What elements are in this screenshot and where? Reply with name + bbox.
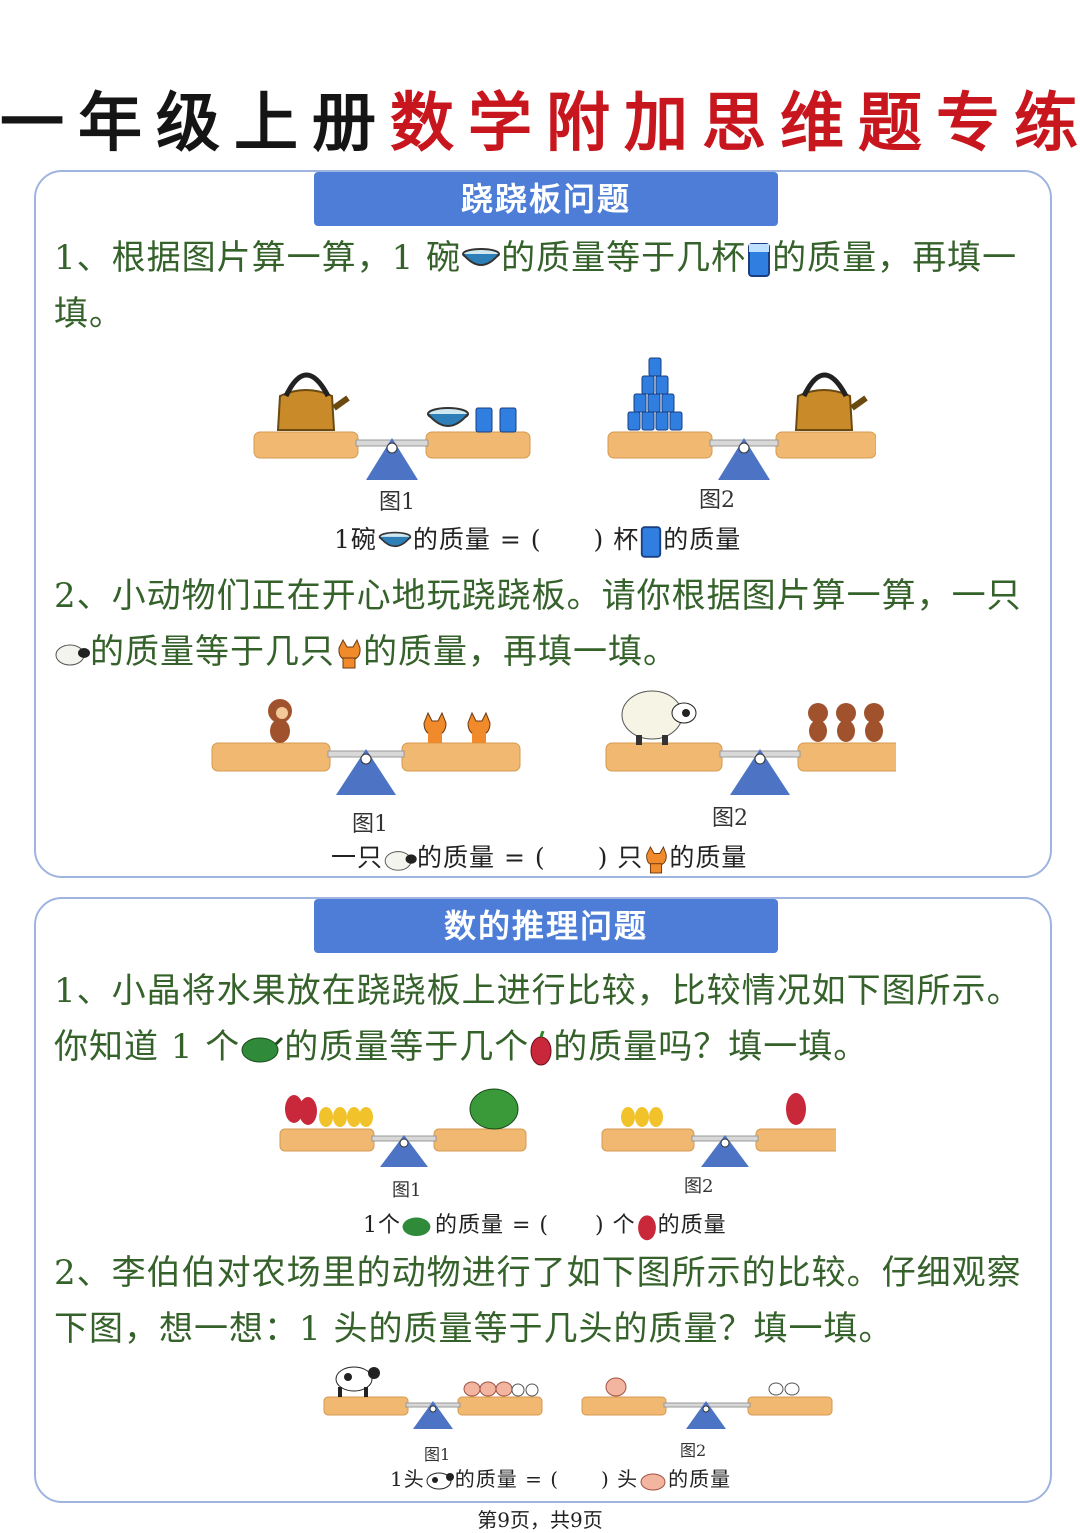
watermelon-icon xyxy=(402,1217,431,1237)
pig-icon xyxy=(463,1381,513,1397)
fig1-seesaw xyxy=(279,1088,527,1167)
dragonfruit-icon xyxy=(530,1031,552,1066)
fig2-seesaw xyxy=(601,1093,836,1167)
fig2-label: 图2 xyxy=(712,806,748,831)
dragonfruit-icon xyxy=(285,1095,303,1123)
section-banner: 数的推理问题 xyxy=(314,899,778,953)
pear-icon xyxy=(319,1107,373,1127)
sheep-icon xyxy=(768,1382,800,1396)
bowl-icon xyxy=(462,248,501,266)
cat-icon xyxy=(646,845,668,873)
section-banner: 跷跷板问题 xyxy=(314,172,778,226)
cat-icon xyxy=(423,711,447,743)
answer-line-4: 1头的质量 = ( ) 头的质量 xyxy=(390,1467,732,1491)
cup-icon xyxy=(641,525,662,558)
cup-icon xyxy=(475,407,493,433)
cat-icon xyxy=(467,711,491,743)
sheep-icon xyxy=(384,850,417,871)
bowl-icon xyxy=(378,531,412,547)
pig-icon xyxy=(640,1473,666,1490)
number-reasoning-section: 数的推理问题 1、小晶将水果放在跷跷板上进行比较，比较情况如下图所示。你知道 1… xyxy=(34,897,1052,1503)
watermelon-icon xyxy=(469,1088,519,1130)
title-red: 数学附加思维题专练 xyxy=(390,87,1080,161)
question-1: 1、小晶将水果放在跷跷板上进行比较，比较情况如下图所示。你知道 1 个的质量等于… xyxy=(54,971,1022,1067)
sheep-icon xyxy=(621,690,697,745)
fig2-seesaw xyxy=(581,1377,833,1429)
animal-seesaw-figures xyxy=(323,1366,833,1429)
cup-icon xyxy=(748,243,771,277)
fig2-label: 图2 xyxy=(680,1441,707,1460)
pig-icon xyxy=(605,1377,627,1397)
monkey-icon xyxy=(836,703,856,742)
cup-icon xyxy=(499,407,517,433)
fig2-label: 图2 xyxy=(699,488,735,513)
q2-seesaw-figures xyxy=(211,690,896,795)
fig1-label: 图1 xyxy=(352,812,388,837)
sheep-icon xyxy=(55,644,90,666)
fig1-seesaw xyxy=(253,372,531,480)
fig1-seesaw xyxy=(211,699,521,795)
seesaw-section: 跷跷板问题 1、根据图片算一算，1 碗的质量等于几杯的质量，再填一填。 xyxy=(34,170,1052,878)
dragonfruit-icon xyxy=(786,1093,806,1125)
fig2-seesaw xyxy=(605,690,896,795)
fig2-seesaw xyxy=(607,357,876,480)
pear-icon xyxy=(621,1107,663,1127)
cup-stack xyxy=(627,357,683,431)
fig2-label: 图2 xyxy=(684,1176,714,1197)
page-footer: 第9页，共9页 xyxy=(477,1508,603,1532)
dragonfruit-icon xyxy=(637,1215,656,1241)
cat-icon xyxy=(338,638,361,669)
answer-line-3: 1个的质量 = ( ) 个的质量 xyxy=(363,1207,727,1242)
fig1-seesaw xyxy=(323,1366,543,1429)
sheep-icon xyxy=(511,1383,539,1397)
answer-line-2: 一只的质量 = ( ) 只的质量 xyxy=(331,838,747,875)
q1-seesaw-figures xyxy=(253,357,876,480)
dragonfruit-icon xyxy=(299,1097,317,1125)
monkey-icon xyxy=(808,703,828,742)
title-black: 一年级上册 xyxy=(0,87,390,161)
question-1: 1、根据图片算一算，1 碗的质量等于几杯的质量，再填一填。 xyxy=(54,238,1018,334)
cow-icon xyxy=(426,1472,454,1489)
kettle-icon xyxy=(794,372,868,431)
watermelon-icon xyxy=(241,1036,284,1063)
cow-icon xyxy=(335,1366,380,1397)
question-2: 2、小动物们正在开心地玩跷跷板。请你根据图片算一算，一只的质量等于几只的质量，再… xyxy=(54,576,1022,672)
monkey-icon xyxy=(268,699,292,743)
fig1-label: 图1 xyxy=(379,490,415,515)
fruit-seesaw-figures xyxy=(279,1088,836,1167)
page-title: 一年级上册数学附加思维题专练 xyxy=(0,72,1080,164)
bowl-icon xyxy=(427,407,469,427)
monkey-icon xyxy=(864,703,884,742)
answer-line-1: 1碗的质量 = ( ) 杯的质量 xyxy=(334,520,741,559)
fig1-label: 图1 xyxy=(424,1445,451,1464)
question-2: 2、李伯伯对农场里的动物进行了如下图所示的比较。仔细观察下图，想一想：1 头的质… xyxy=(54,1253,1022,1349)
kettle-icon xyxy=(276,372,350,431)
fig1-label: 图1 xyxy=(392,1180,422,1201)
